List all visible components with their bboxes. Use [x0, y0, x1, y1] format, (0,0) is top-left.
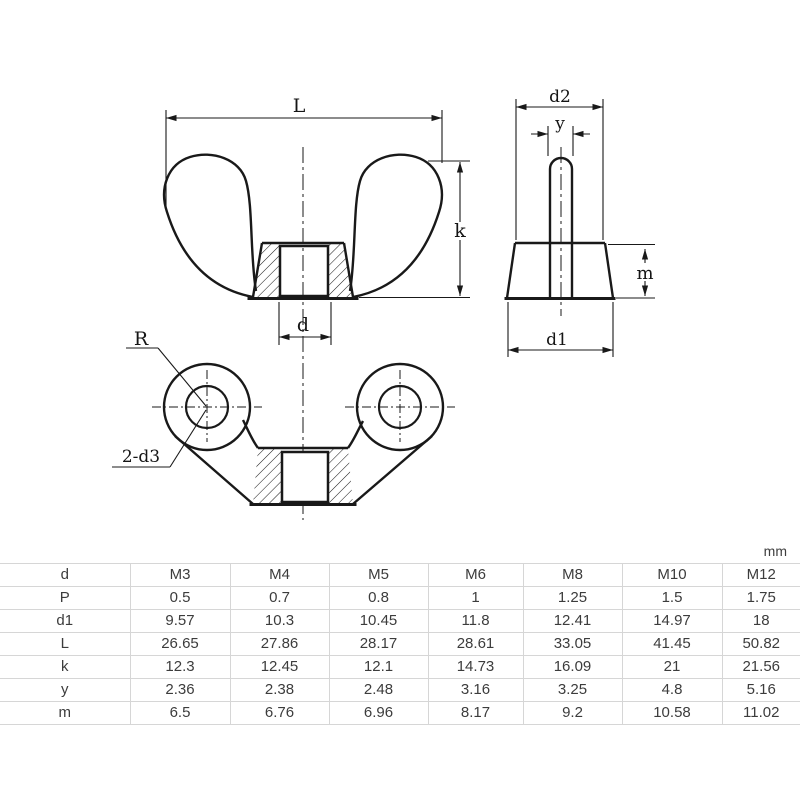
cell: 27.86: [229, 632, 330, 656]
cell: 2.38: [229, 678, 330, 702]
plan-wing-outer-left: [174, 435, 254, 505]
plan-view: [112, 347, 455, 506]
label-m: m: [636, 263, 653, 284]
front-body-side-left: [251, 242, 264, 298]
plan-leaders: [112, 347, 207, 468]
cell: 14.97: [621, 609, 723, 633]
cell: 3.25: [522, 678, 623, 702]
cell: M4: [229, 563, 330, 587]
plan-wing-outer-right: [352, 435, 433, 505]
side-base-side-right: [603, 242, 615, 299]
cell: 18: [721, 609, 800, 633]
cell: 10.45: [328, 609, 429, 633]
cell: 26.65: [129, 632, 231, 656]
label-d: d: [297, 314, 309, 336]
label-d2: d2: [549, 87, 571, 107]
plan-hatch-left: [253, 449, 282, 504]
cell: 11.02: [721, 701, 800, 725]
cell: 9.2: [522, 701, 623, 725]
side-view: [504, 147, 616, 316]
cell: 1.25: [522, 586, 623, 610]
cell: 28.61: [427, 632, 524, 656]
row-label: P: [0, 586, 131, 610]
wing-nut-technical-drawing: L k d d2 y: [112, 87, 655, 520]
plan-wing-inner-left: [241, 419, 259, 449]
cell: 12.3: [129, 655, 231, 679]
table-row-d1: d1 9.57 10.3 10.45 11.8 12.41 14.97 18: [0, 609, 800, 633]
label-R: R: [134, 328, 149, 350]
row-label: d1: [0, 609, 131, 633]
label-y: y: [554, 114, 565, 134]
cell: M8: [522, 563, 623, 587]
plan-wing-inner-right: [347, 420, 365, 449]
cell: 6.96: [328, 701, 429, 725]
leader-line-R: [157, 347, 207, 407]
cell: 21.56: [721, 655, 800, 679]
cell: 8.17: [427, 701, 524, 725]
cell: M10: [621, 563, 723, 587]
front-body-side-right: [342, 242, 355, 298]
cell: 11.8: [427, 609, 524, 633]
cell: 16.09: [522, 655, 623, 679]
side-view-dimensions: [507, 99, 655, 357]
table-row-P: P 0.5 0.7 0.8 1 1.25 1.5 1.75: [0, 586, 800, 610]
cell: 1.5: [621, 586, 723, 610]
cell: 0.5: [129, 586, 231, 610]
cell: 41.45: [621, 632, 723, 656]
front-left-wing: [162, 153, 258, 299]
cell: 2.48: [328, 678, 429, 702]
plan-hatch-right: [328, 449, 353, 504]
cell: 28.17: [328, 632, 429, 656]
front-hatch-right: [328, 244, 353, 297]
cell: 50.82: [721, 632, 800, 656]
cell: 12.45: [229, 655, 330, 679]
plan-crosshairs: [152, 370, 455, 442]
cell: 33.05: [522, 632, 623, 656]
cell: 6.5: [129, 701, 231, 725]
row-label: k: [0, 655, 131, 679]
cell: M5: [328, 563, 429, 587]
unit-label: mm: [763, 543, 787, 559]
leader-line-2d3: [169, 409, 207, 468]
table-row-k: k 12.3 12.45 12.1 14.73 16.09 21 21.56: [0, 655, 800, 679]
cell: 4.8: [621, 678, 723, 702]
plan-thread-hole: [280, 450, 330, 504]
cell: 1.75: [721, 586, 800, 610]
cell: 5.16: [721, 678, 800, 702]
label-L: L: [293, 95, 306, 117]
row-label: y: [0, 678, 131, 702]
table-row-d: d M3 M4 M5 M6 M8 M10 M12: [0, 563, 800, 587]
row-label: L: [0, 632, 131, 656]
cell: M6: [427, 563, 524, 587]
table-row-L: L 26.65 27.86 28.17 28.61 33.05 41.45 50…: [0, 632, 800, 656]
front-view: [162, 153, 444, 300]
cell: 10.3: [229, 609, 330, 633]
cell: 3.16: [427, 678, 524, 702]
cell: 14.73: [427, 655, 524, 679]
row-label: d: [0, 563, 131, 587]
cell: 1: [427, 586, 524, 610]
cell: 21: [621, 655, 723, 679]
cell: 12.41: [522, 609, 623, 633]
table-row-m: m 6.5 6.76 6.96 8.17 9.2 10.58 11.02: [0, 701, 800, 725]
side-base-side-left: [505, 242, 517, 299]
label-d1: d1: [546, 330, 568, 350]
cell: 0.7: [229, 586, 330, 610]
row-label: m: [0, 701, 131, 725]
front-thread-hole: [278, 244, 330, 298]
cell: 12.1: [328, 655, 429, 679]
cell: M12: [721, 563, 800, 587]
label-k: k: [454, 220, 466, 242]
table-row-y: y 2.36 2.38 2.48 3.16 3.25 4.8 5.16: [0, 678, 800, 702]
label-2-d3: 2-d3: [122, 447, 160, 467]
cell: 10.58: [621, 701, 723, 725]
spec-table: d M3 M4 M5 M6 M8 M10 M12 P 0.5 0.7 0.8 1…: [0, 563, 800, 725]
cell: 9.57: [129, 609, 231, 633]
front-right-wing: [348, 153, 444, 299]
cell: 6.76: [229, 701, 330, 725]
cell: M3: [129, 563, 231, 587]
cell: 0.8: [328, 586, 429, 610]
cell: 2.36: [129, 678, 231, 702]
